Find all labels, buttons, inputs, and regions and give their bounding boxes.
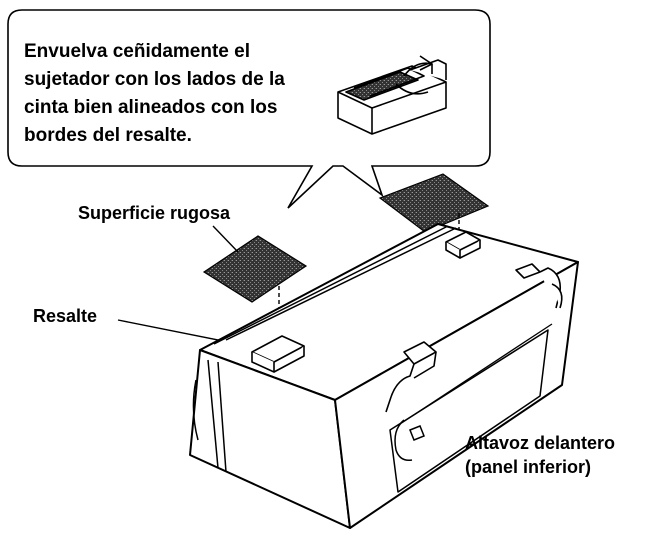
leader-rough xyxy=(212,225,239,253)
fastener-illustration xyxy=(337,55,447,135)
callout-text: Envuelva ceñidamente el sujetador con lo… xyxy=(24,38,285,150)
ridge-upper xyxy=(445,231,481,259)
label-ridge: Resalte xyxy=(33,306,98,326)
bracket-right xyxy=(515,263,563,309)
callout-bubble xyxy=(7,9,491,209)
ridge-lower xyxy=(251,335,305,373)
label-rough-surface: Superficie rugosa xyxy=(78,203,231,223)
label-speaker-line-1: Altavoz delantero xyxy=(465,433,616,453)
rough-pad-upper xyxy=(378,173,490,233)
callout-line-2: sujetador con los lados de la xyxy=(24,69,285,90)
rough-pad-lower xyxy=(202,235,308,303)
bracket-lower xyxy=(394,419,425,462)
callout-line-3: cinta bien alineados con los xyxy=(24,97,278,118)
callout-line-4: bordes del resalte. xyxy=(24,125,192,146)
callout-line-1: Envuelva ceñidamente el xyxy=(24,41,250,62)
label-front-speaker: Altavoz delantero (panel inferior) xyxy=(465,431,615,479)
bracket-middle xyxy=(385,341,437,413)
label-speaker-line-2: (panel inferior) xyxy=(465,457,592,477)
